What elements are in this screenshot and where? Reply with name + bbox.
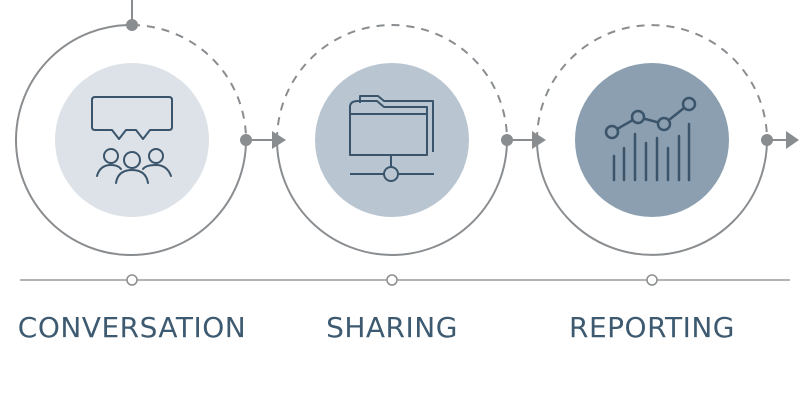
- person-head: [148, 148, 164, 164]
- trend-point: [604, 124, 620, 140]
- ring-dashed-arc: [276, 24, 508, 141]
- ring-solid-arc: [15, 23, 247, 256]
- timeline-marker: [126, 274, 138, 286]
- ring-node-dot: [126, 19, 138, 31]
- trend-point: [681, 96, 697, 112]
- speech-bubble-shape: [91, 96, 173, 140]
- trend-line: [610, 102, 691, 134]
- step-3-circle: [575, 63, 729, 217]
- conversation-icon: [91, 96, 173, 184]
- connector-2-3: [501, 131, 546, 149]
- step-2-circle: [315, 63, 469, 217]
- ring-solid-arc: [276, 139, 508, 256]
- back-folder-outline: [359, 95, 434, 152]
- timeline-marker: [386, 274, 398, 286]
- trend-point: [656, 116, 672, 132]
- arrow-right-icon: [532, 131, 546, 149]
- person-shoulders: [115, 169, 149, 184]
- line-chart-icon: [604, 96, 697, 182]
- person-shoulders: [142, 164, 172, 177]
- timeline-marker: [646, 274, 658, 286]
- step-3-ring: [536, 24, 768, 256]
- ring-solid-arc: [536, 139, 768, 256]
- network-node: [383, 166, 399, 182]
- arrow-right-icon: [272, 131, 286, 149]
- step-label-conversation: CONVERSATION: [17, 311, 247, 344]
- arrow-right-icon: [786, 131, 799, 149]
- connector-1-2: [240, 131, 286, 149]
- person-shoulders: [96, 164, 122, 177]
- step-label-reporting: REPORTING: [569, 311, 735, 344]
- ring-dashed-arc: [131, 24, 247, 141]
- person-head: [103, 148, 119, 164]
- person-head: [123, 151, 141, 169]
- front-folder-outline: [349, 100, 428, 156]
- ring-dashed-arc: [536, 24, 768, 141]
- folder-network-icon: [349, 95, 434, 182]
- trend-point: [630, 109, 646, 125]
- step-2-ring: [276, 24, 508, 256]
- step-1-circle: [55, 63, 209, 217]
- step-label-sharing: SHARING: [326, 311, 458, 344]
- connector-3-out: [761, 131, 799, 149]
